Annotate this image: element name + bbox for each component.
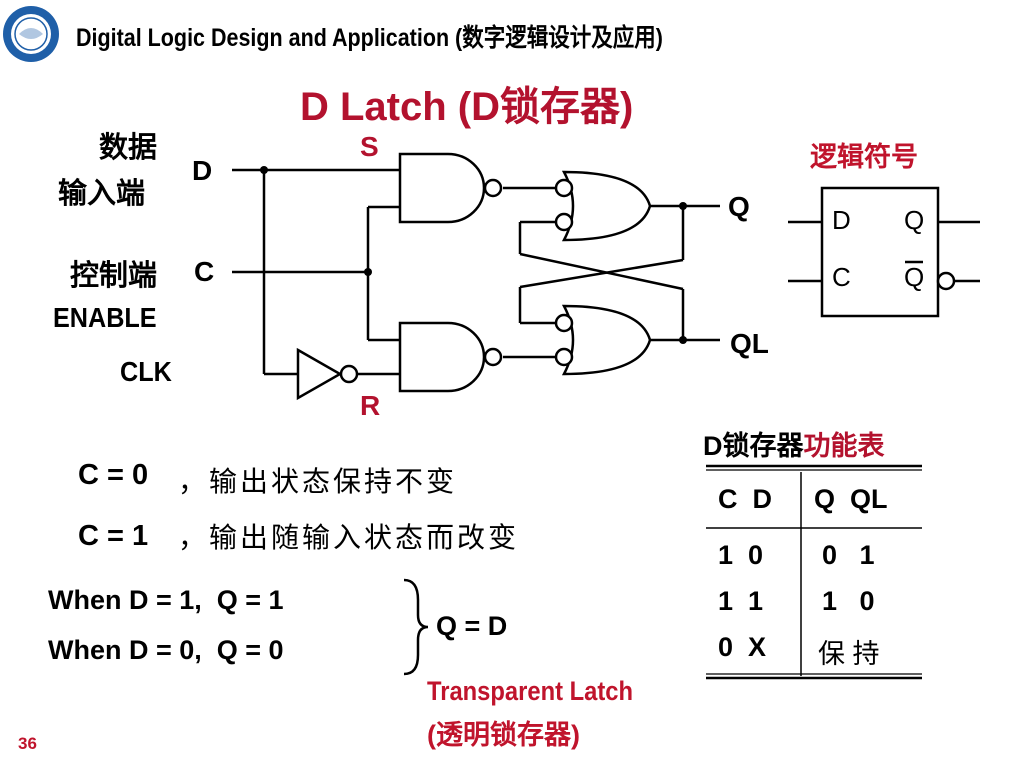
nand-gate-lower [398,321,486,393]
brace-icon [403,578,429,676]
c0-label: C = 0 [78,459,149,491]
inverter-bubble [339,364,359,384]
inverter-gate [296,347,343,401]
table-row-1-right: 0 1 [822,540,875,570]
symbol-pin-q: Q [904,205,925,235]
or-lower-bubble-2 [554,347,574,367]
d-input-label: D [192,155,213,186]
table-row-3-right: 保 持 [818,639,880,669]
or-gate-lower [561,304,652,376]
control-label: 控制端 [70,260,158,292]
nand-gate-upper [398,152,486,224]
c0-text: ，输出状态保持不变 [178,465,458,498]
transparent-latch-line2: (透明锁存器) [427,720,580,750]
nand-lower-bubble [483,347,503,367]
table-row-1-left: 1 0 [718,540,764,570]
q-equals-d: Q = D [436,611,508,641]
c-input-label: C [194,256,215,287]
table-header-right: Q QL [814,484,888,514]
or-upper-bubble-2 [554,212,574,232]
table-row-3-left: 0 X [718,632,767,662]
when-d1: When D = 1, Q = 1 [48,585,284,615]
table-row-2-left: 1 1 [718,586,764,616]
table-row-2-right: 1 0 [822,586,875,616]
function-table-title-black: D锁存器 [703,431,804,461]
university-logo [3,6,59,62]
page-number: 36 [18,734,37,753]
circuit-wires [232,168,720,376]
or-upper-bubble-1 [554,178,574,198]
function-table-title-red: 功能表 [803,431,885,461]
or-gate-upper [561,170,652,242]
junction-dots [260,166,687,344]
q-output-label: Q [728,191,750,222]
transparent-latch-line1: Transparent Latch [427,676,633,706]
or-lower-bubble-1 [554,313,574,333]
slide-title: D Latch (D锁存器) [300,85,634,129]
clk-label: CLK [120,356,172,387]
symbol-pin-qn: Q [904,262,925,292]
logic-symbol-box [788,186,980,318]
table-header-left: C D [718,484,772,514]
c1-text: ，输出随输入状态而改变 [178,521,520,554]
r-label: R [360,390,381,421]
enable-label: ENABLE [53,302,157,333]
when-d0: When D = 0, Q = 0 [48,635,284,665]
data-input-label-line2: 输入端 [58,178,146,210]
symbol-pin-d: D [832,205,851,235]
header-title: Digital Logic Design and Application (数字… [76,24,663,52]
data-input-label-line1: 数据 [99,132,158,164]
ql-output-label: QL [730,328,769,359]
nand-upper-bubble [483,178,503,198]
symbol-pin-c: C [832,262,851,292]
logic-symbol-title: 逻辑符号 [810,142,918,172]
s-label: S [360,131,379,162]
function-table-title: D锁存器功能表 [703,424,885,463]
c1-label: C = 1 [78,520,149,552]
function-table-lines [706,464,922,680]
